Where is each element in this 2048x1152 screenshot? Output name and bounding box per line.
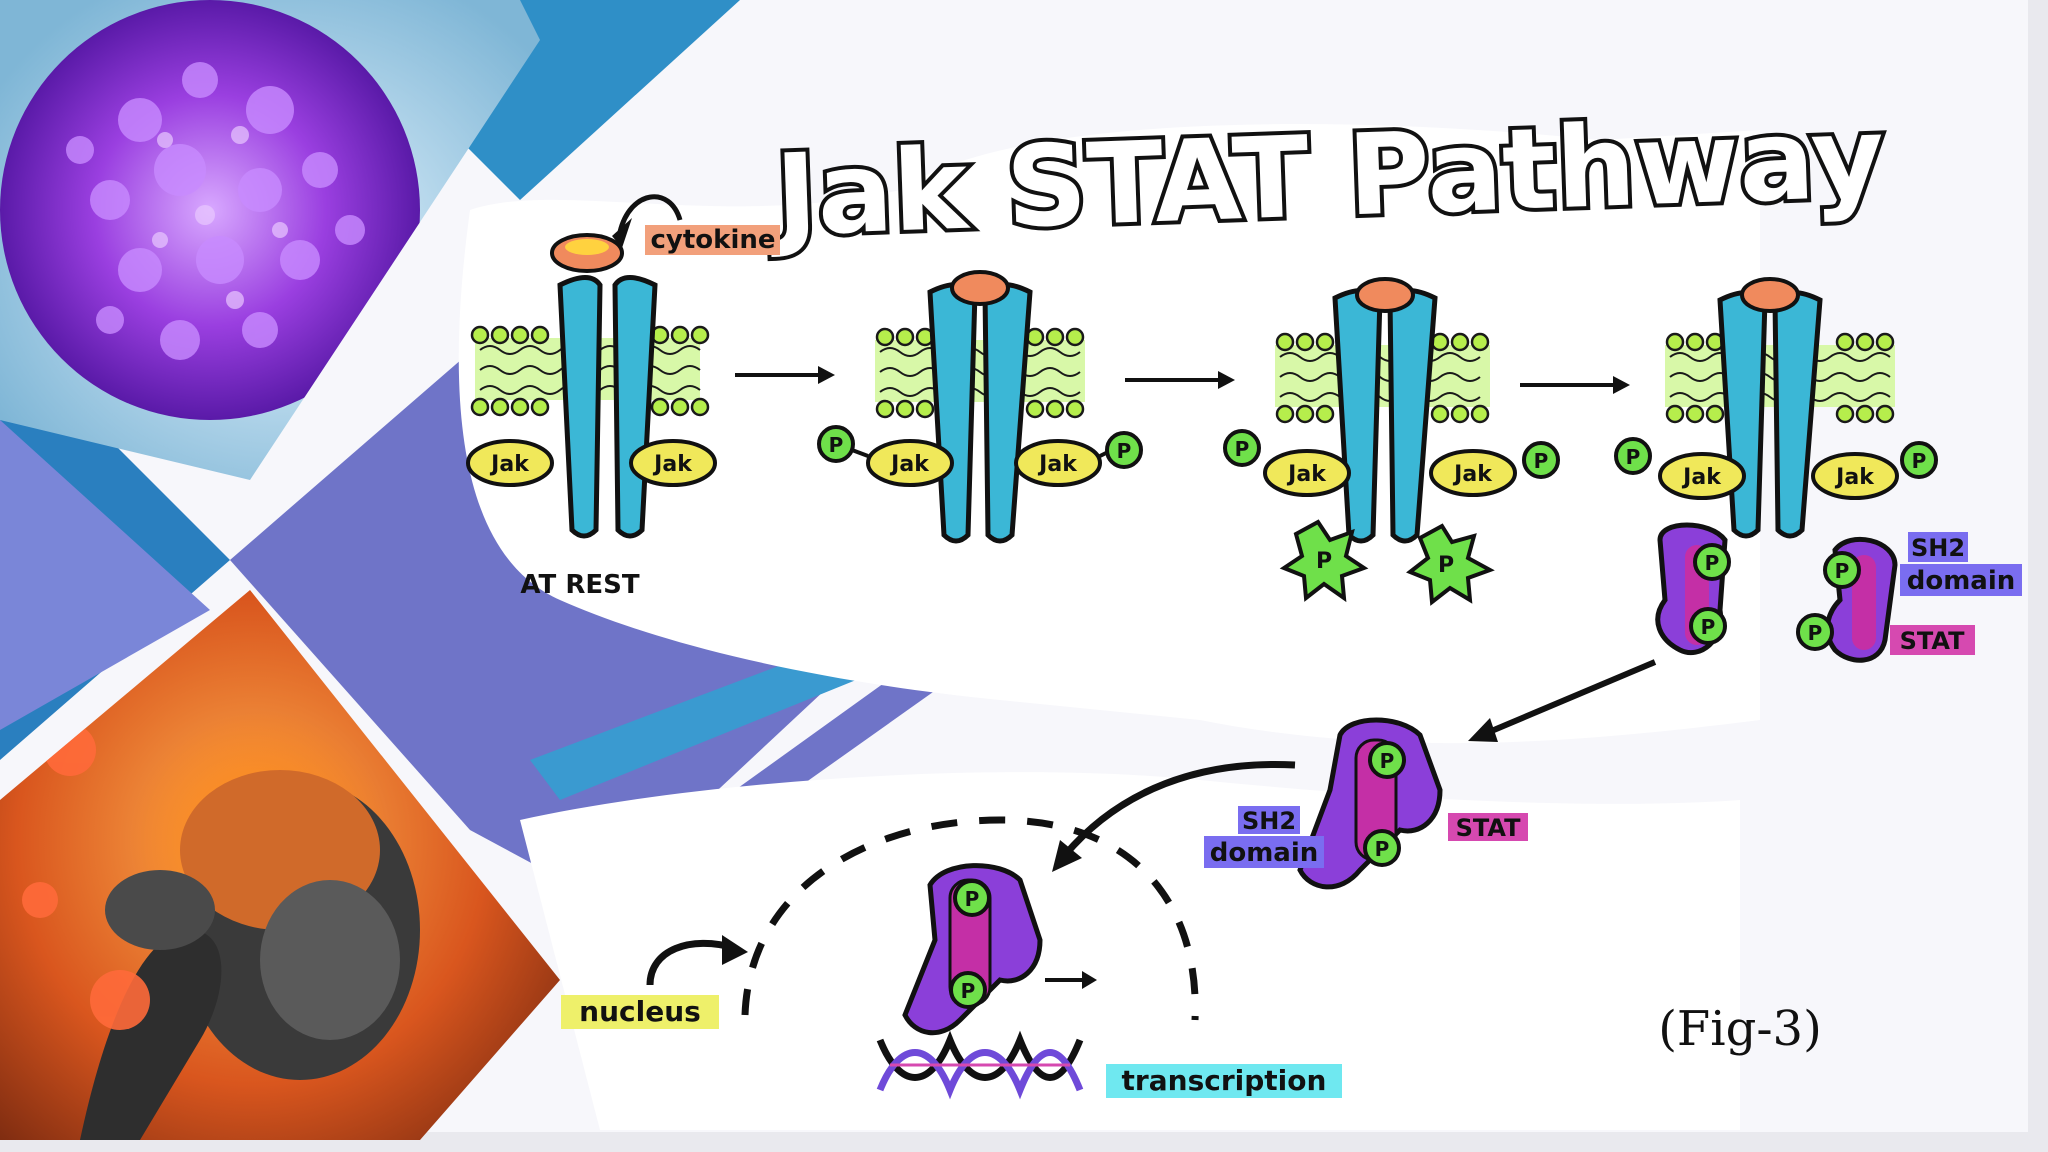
arrow-to-dimer bbox=[1468, 659, 1657, 742]
svg-text:P: P bbox=[1808, 621, 1823, 645]
sh2-label-mid-2: domain bbox=[1210, 838, 1319, 868]
sh2-label-top-1: SH2 bbox=[1911, 534, 1965, 562]
svg-text:Jak: Jak bbox=[1834, 465, 1875, 490]
at-rest-label: AT REST bbox=[520, 570, 639, 600]
svg-text:P: P bbox=[1701, 615, 1716, 639]
arrow-1 bbox=[735, 366, 835, 384]
cytokine-label: cytokine bbox=[651, 225, 776, 255]
svg-text:P: P bbox=[829, 433, 844, 457]
svg-text:P: P bbox=[1626, 445, 1641, 469]
stage-stat-recruitment: Jak Jak P P P P P P SH2 domain STAT bbox=[1614, 277, 2022, 663]
stage-at-rest: cytokine Jak Jak AT REST bbox=[466, 194, 780, 600]
arrow-2 bbox=[1125, 371, 1235, 389]
svg-text:Jak: Jak bbox=[652, 452, 693, 477]
svg-text:P: P bbox=[1534, 449, 1549, 473]
svg-text:Jak: Jak bbox=[1681, 465, 1722, 490]
nucleus-label-group: nucleus bbox=[561, 935, 748, 1029]
stat-dimer: P P SH2 domain STAT bbox=[1204, 717, 1528, 890]
svg-text:P: P bbox=[1912, 449, 1927, 473]
svg-text:P: P bbox=[1380, 749, 1395, 773]
sh2-label-mid-1: SH2 bbox=[1242, 807, 1296, 835]
sh2-label-top-2: domain bbox=[1907, 566, 2016, 596]
dna-helix bbox=[876, 1030, 1084, 1100]
arrow-to-transcription bbox=[1045, 971, 1097, 989]
receptor-left bbox=[557, 275, 603, 539]
arrow-3 bbox=[1520, 376, 1630, 394]
nucleus-label: nucleus bbox=[579, 995, 701, 1028]
stat-label-top: STAT bbox=[1900, 627, 1966, 655]
phospho-star-right bbox=[1406, 523, 1495, 606]
svg-text:P: P bbox=[1316, 549, 1332, 574]
svg-text:Jak: Jak bbox=[1037, 452, 1078, 477]
stage-binding: Jak Jak P P bbox=[817, 270, 1143, 544]
svg-text:Jak: Jak bbox=[889, 452, 930, 477]
cytokine-arrow bbox=[617, 194, 683, 233]
svg-text:P: P bbox=[1235, 437, 1250, 461]
svg-text:P: P bbox=[965, 887, 980, 911]
transcription-label: transcription bbox=[1122, 1064, 1327, 1097]
svg-text:Jak: Jak bbox=[1286, 462, 1327, 487]
svg-text:P: P bbox=[1117, 439, 1132, 463]
stat-label-mid: STAT bbox=[1456, 814, 1522, 842]
figure-caption: (Fig-3) bbox=[1658, 1001, 1822, 1057]
stat-dimer-dna: P P bbox=[902, 863, 1043, 1036]
svg-text:P: P bbox=[1375, 837, 1390, 861]
jak-left bbox=[466, 439, 554, 487]
svg-text:P: P bbox=[1835, 559, 1850, 583]
jak-right bbox=[629, 439, 717, 487]
svg-text:P: P bbox=[961, 979, 976, 1003]
svg-text:Jak: Jak bbox=[1452, 462, 1493, 487]
svg-text:P: P bbox=[1705, 551, 1720, 575]
nucleus-boundary bbox=[741, 816, 1199, 1021]
phospho-star-left bbox=[1279, 519, 1369, 603]
svg-text:P: P bbox=[1438, 553, 1454, 578]
stage-phosphorylation: Jak Jak P P P P bbox=[1223, 277, 1560, 606]
svg-text:Jak: Jak bbox=[489, 452, 530, 477]
